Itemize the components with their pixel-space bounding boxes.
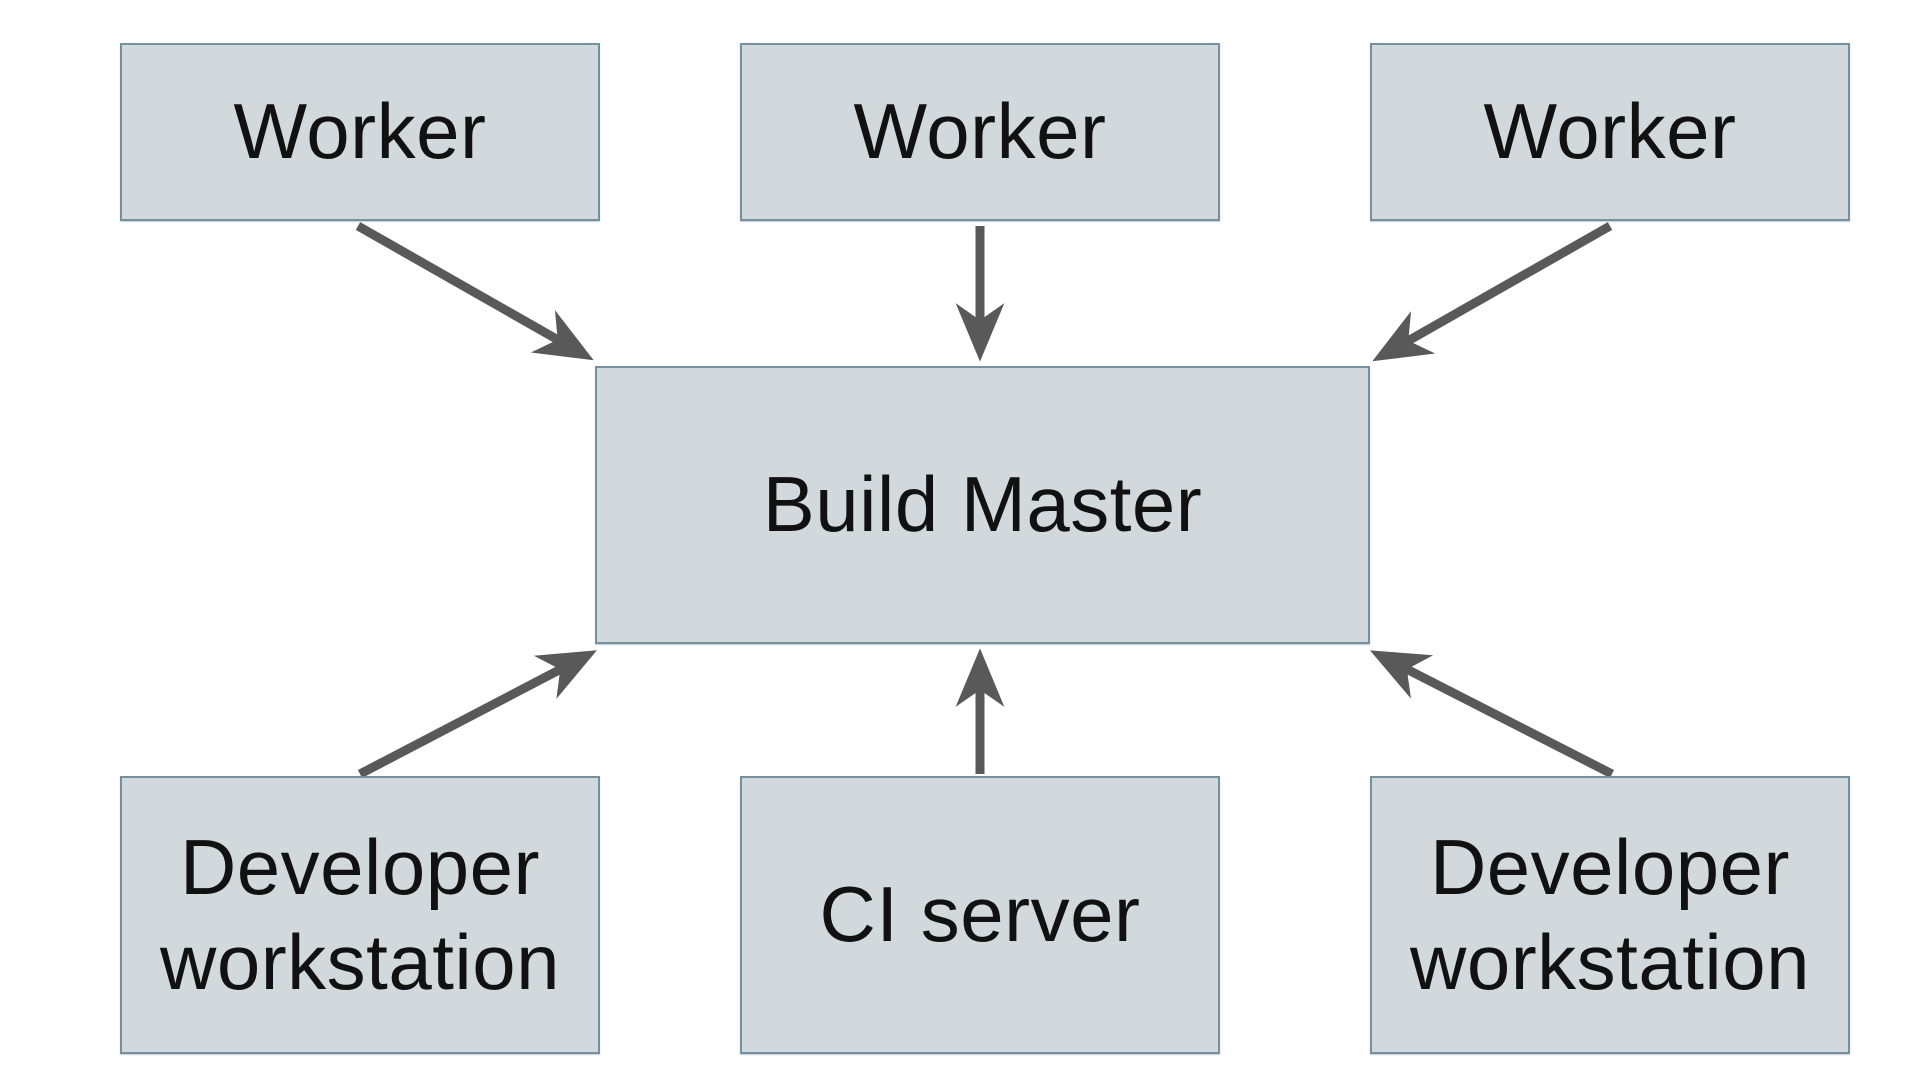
node-build-master-label: Build Master <box>762 460 1203 549</box>
node-developer-workstation-right: Developer workstation <box>1370 776 1850 1054</box>
arrow-devws-left-to-buildmaster <box>357 650 597 778</box>
node-ci-server: CI server <box>740 776 1220 1054</box>
node-developer-workstation-left-label: Developer workstation <box>160 822 560 1006</box>
node-worker-1-label: Worker <box>233 87 487 176</box>
node-ci-server-label: CI server <box>819 870 1141 959</box>
arrow-worker3-to-buildmaster <box>1372 222 1613 362</box>
node-worker-2: Worker <box>740 43 1220 221</box>
node-build-master: Build Master <box>595 366 1370 644</box>
arrow-worker1-to-buildmaster <box>355 222 594 361</box>
node-worker-3-label: Worker <box>1483 87 1737 176</box>
node-worker-2-label: Worker <box>853 87 1107 176</box>
node-developer-workstation-left: Developer workstation <box>120 776 600 1054</box>
node-developer-workstation-right-label: Developer workstation <box>1410 822 1810 1006</box>
node-worker-1: Worker <box>120 43 600 221</box>
arrow-devws-right-to-buildmaster <box>1369 650 1615 779</box>
node-worker-3: Worker <box>1370 43 1850 221</box>
